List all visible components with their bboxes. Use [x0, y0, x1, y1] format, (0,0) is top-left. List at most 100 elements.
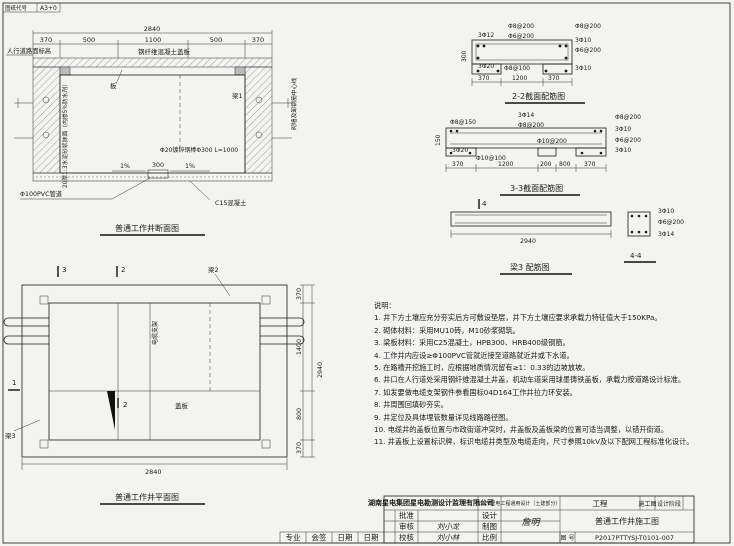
- dim-500a: 500: [83, 36, 95, 44]
- dim-plan-total: 2840: [145, 468, 162, 476]
- d22-1: 1200: [512, 75, 527, 82]
- r33-1: 3Φ14: [518, 112, 534, 119]
- dim-370b: 370: [252, 36, 264, 44]
- review-label: 审核: [399, 522, 414, 531]
- countersign-date: 日期: [337, 533, 353, 542]
- sec3-top: 3: [62, 266, 66, 274]
- r22-6: 3Φ10: [575, 37, 591, 44]
- note-2: 2. 砌体材料：采用MU10砖，M10砂浆砌筑。: [374, 325, 520, 335]
- dim-r2940: 2940: [317, 362, 324, 378]
- section-33: Φ8@150 3Φ14 Φ8@200 Φ8@200 3Φ10 Φ6@200 3Φ…: [435, 112, 641, 196]
- company-name: 湖南星电集团星电勘测设计监理有限公司: [368, 499, 494, 507]
- r22-5: Φ8@200: [575, 23, 601, 30]
- label-cable: 电缆支架: [151, 321, 159, 345]
- d33-0: 370: [452, 161, 464, 168]
- drawing-name: 普通工作井施工图: [595, 516, 659, 526]
- r33-4: 3Φ10: [615, 126, 631, 133]
- b3-r2: 3Φ14: [658, 231, 674, 238]
- dim-r370a: 370: [296, 288, 303, 300]
- dim-300: 300: [152, 162, 164, 169]
- label-plan-cover: 盖板: [175, 401, 189, 410]
- d22-0: 370: [478, 75, 490, 82]
- d33-3: 800: [559, 161, 571, 168]
- r33-3: Φ8@200: [615, 114, 641, 121]
- r33-9: Φ10@200: [537, 138, 567, 145]
- d33-1: 1200: [498, 161, 513, 168]
- r33-0: Φ8@150: [450, 119, 476, 126]
- sec2-top: 2: [121, 266, 125, 274]
- stage-right: 设计阶段: [656, 500, 681, 508]
- drawing-no-label: 图 号: [560, 535, 575, 542]
- label-beam1: 梁1: [232, 91, 243, 100]
- note-4: 4. 工作井内应设≥Φ100PVC管就近接至道路就近井或下水道。: [374, 350, 574, 360]
- plan-view: 3 2 2 电缆支架 盖板 梁2: [3, 265, 324, 505]
- approve-label: 批准: [399, 511, 414, 520]
- review-signature: 刘小龙: [436, 522, 460, 531]
- check-signature: 刘小林: [436, 533, 460, 542]
- note-6: 6. 井口在人行道处采用钢纤维混凝土井盖，机动车道采用球墨铸铁盖板，承载力按道路…: [374, 375, 686, 385]
- sec2-bottom: 2: [123, 401, 127, 409]
- d33-4: 370: [584, 161, 596, 168]
- countersign-major: 专业: [285, 533, 301, 542]
- title-block-frame: [279, 495, 695, 544]
- section-33-title: 3-3截面配筋图: [510, 183, 563, 193]
- label-wall: 20厚1:3水泥砂浆抹面（内掺5%防水剂）: [61, 81, 69, 188]
- design-signature: 詹明: [521, 517, 540, 528]
- label-pvc: Φ100PVC管道: [20, 189, 63, 198]
- plan-view-title: 普通工作井平面图: [115, 492, 179, 502]
- notes-heading: 说明：: [374, 301, 396, 310]
- check-label: 校核: [399, 533, 414, 542]
- stage: 施工图: [638, 500, 657, 508]
- notes-block: 说明： 1. 井下方土壤应充分夯实后方可敷设垫层，井下方土壤应要求承载力特征值大…: [374, 300, 693, 449]
- label-beam3: 梁3: [5, 431, 16, 440]
- note-8: 8. 井周围回填砂夯实。: [374, 400, 448, 410]
- slope-2: 1%: [185, 163, 195, 170]
- label-slab: 板: [110, 81, 117, 90]
- note-3: 3. 梁板材料：采用C25混凝土，HPB300、HRB400级钢筋。: [374, 338, 570, 348]
- size-label: A3+0: [40, 5, 57, 12]
- note-7: 7. 如发要做电缆支架钢件参看国标04D164工作井拉力环安装。: [374, 387, 577, 397]
- r22-2: Φ6@200: [508, 33, 534, 40]
- project-name: 10kV配电工程通用设计（土建部分）: [477, 500, 561, 507]
- label-c15: C15混凝土: [215, 198, 246, 207]
- dim-1100: 1100: [145, 36, 162, 44]
- beam3-title: 梁3 配筋图: [510, 262, 550, 272]
- section-view-title: 普通工作井断面图: [115, 223, 179, 233]
- note-5: 5. 在路槽开挖施工时，应根据地质情况留有≥1：0.33的边坡放坡。: [374, 363, 590, 373]
- title-block: 湖南星电集团星电勘测设计监理有限公司 10kV配电工程通用设计（土建部分） 工程…: [368, 496, 694, 546]
- label-road: 人行道路面标高: [7, 46, 51, 55]
- r22-4: Φ8@100: [504, 65, 530, 72]
- b3-r1: Φ6@200: [658, 219, 684, 226]
- r33-5: Φ6@200: [615, 137, 641, 144]
- draw-label: 制图: [482, 522, 497, 531]
- dim-r1400: 1400: [296, 339, 303, 355]
- label-pipe: Φ20镀锌钢棒Φ300 L=1000: [160, 146, 238, 154]
- r22-0: 3Φ12: [478, 32, 494, 39]
- scale-label: 比例: [482, 533, 497, 542]
- slope-1: 1%: [120, 163, 130, 170]
- b3-sec-top: 4: [482, 200, 487, 208]
- r33-8: Φ10@100: [476, 155, 506, 162]
- h33: 150: [435, 134, 442, 146]
- r22-7: Φ6@200: [575, 47, 601, 54]
- dim-370a: 370: [40, 36, 52, 44]
- b3-sec-title: 4-4: [630, 252, 642, 260]
- note-11: 11. 井盖板上设置标识牌，标识电缆井类型及电缆走向，尺寸参照10kV及以下配网…: [374, 437, 694, 447]
- section-22: 3Φ12 Φ8@200 Φ6@200 3Φ20 Φ8@100 Φ8@200 3Φ…: [461, 23, 601, 104]
- r22-3: 3Φ20: [478, 63, 494, 70]
- r33-6: 3Φ10: [615, 147, 631, 154]
- beam3-detail: 4 2940 3Φ10 Φ6@200 3Φ14 4-4 梁3 配筋图: [450, 199, 684, 275]
- b3-r0: 3Φ10: [658, 208, 674, 215]
- d33-2: 200: [540, 161, 552, 168]
- label-cover: 钢纤维混凝土盖板: [138, 47, 191, 56]
- dim-500b: 500: [210, 36, 222, 44]
- note-1: 1. 井下方土壤应充分夯实后方可敷设垫层，井下方土壤应要求承载力特征值大于150…: [374, 313, 662, 323]
- r22-8: 3Φ10: [575, 65, 591, 72]
- sec1: 1: [12, 379, 16, 387]
- d22-2: 370: [548, 75, 560, 82]
- dim-total-top: 2840: [144, 25, 161, 33]
- countersign-date2: 日期: [363, 533, 379, 542]
- label-wall-right: 砌墙及卸钢筋中心线: [290, 78, 298, 130]
